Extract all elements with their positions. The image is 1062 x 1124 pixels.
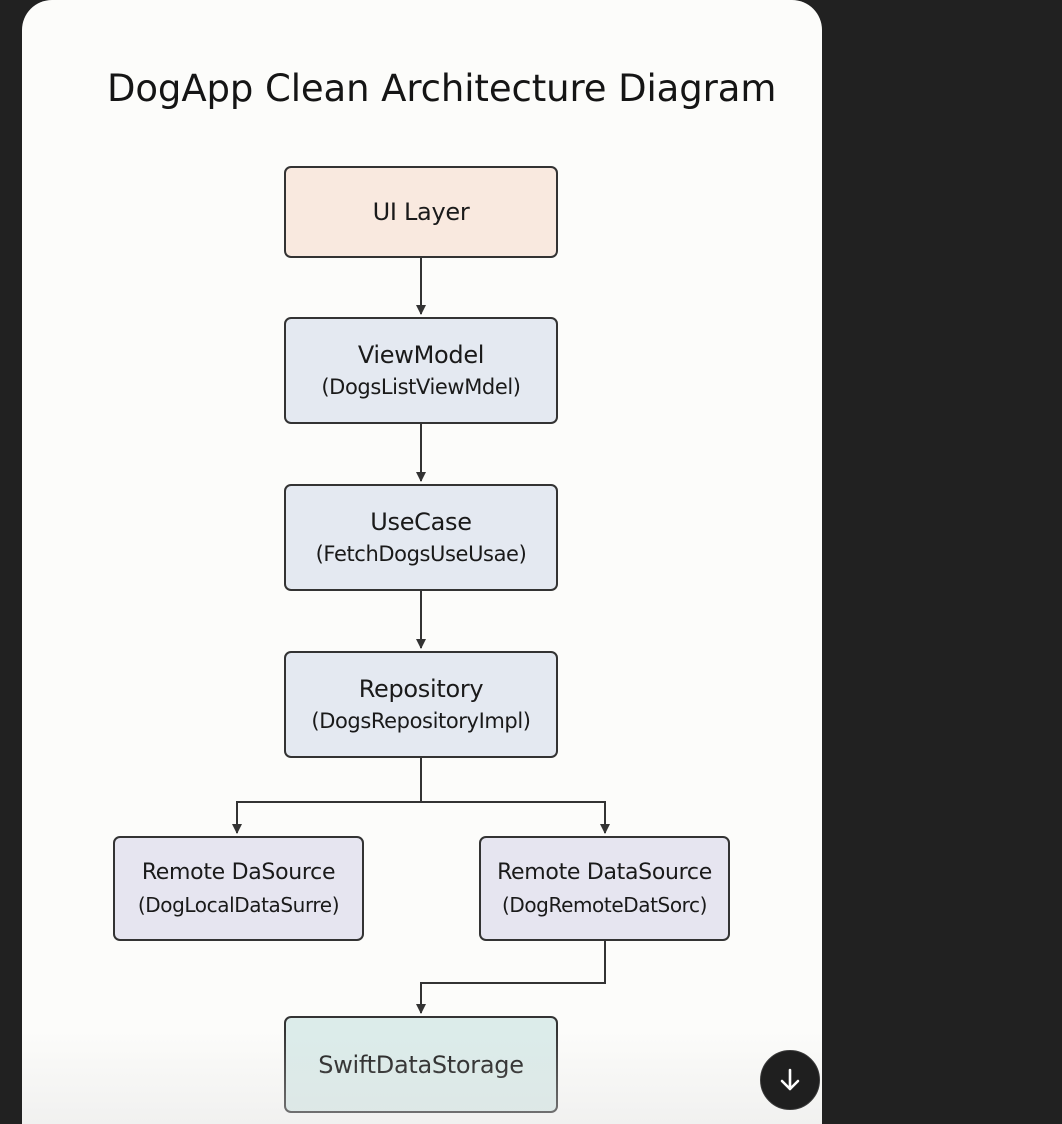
usecase-node: UseCase (FetchDogsUseUsae) bbox=[284, 484, 558, 591]
edge-remote-source-to-storage bbox=[416, 941, 606, 1014]
ui-layer-label: UI Layer bbox=[372, 198, 470, 226]
diagram-card: DogApp Clean Architecture Diagram UI Lay… bbox=[22, 0, 822, 1124]
connectors bbox=[232, 258, 610, 1014]
viewmodel-node: ViewModel (DogsListViewMdel) bbox=[284, 317, 558, 424]
local-data-source-detail: (DogLocalDataSurre) bbox=[137, 892, 340, 917]
ui-layer-node: UI Layer bbox=[284, 166, 558, 258]
remote-data-source-detail: (DogRemoteDatSorc) bbox=[501, 892, 708, 917]
usecase-label: UseCase bbox=[370, 507, 472, 536]
remote-data-source-node: Remote DataSource (DogRemoteDatSorc) bbox=[479, 836, 730, 941]
viewmodel-detail: (DogsListViewMdel) bbox=[321, 374, 521, 399]
local-data-source-node: Remote DaSource (DogLocalDataSurre) bbox=[113, 836, 364, 941]
swift-data-storage-node: SwiftDataStorage bbox=[284, 1016, 558, 1113]
repository-detail: (DogsRepositoryImpl) bbox=[311, 708, 531, 733]
arrow-down-icon bbox=[780, 1068, 800, 1091]
remote-data-source-label: Remote DataSource bbox=[497, 859, 712, 885]
scroll-down-button[interactable] bbox=[760, 1050, 820, 1110]
edge-repository-to-remote-source bbox=[421, 801, 610, 834]
repository-label: Repository bbox=[358, 674, 484, 703]
usecase-detail: (FetchDogsUseUsae) bbox=[315, 541, 527, 566]
swift-data-storage-label: SwiftDataStorage bbox=[318, 1050, 524, 1079]
edge-repository-to-local-source bbox=[232, 801, 421, 834]
local-data-source-label: Remote DaSource bbox=[141, 859, 336, 885]
diagram-title: DogApp Clean Architecture Diagram bbox=[107, 67, 777, 110]
viewmodel-label: ViewModel bbox=[357, 340, 485, 369]
repository-node: Repository (DogsRepositoryImpl) bbox=[284, 651, 558, 758]
